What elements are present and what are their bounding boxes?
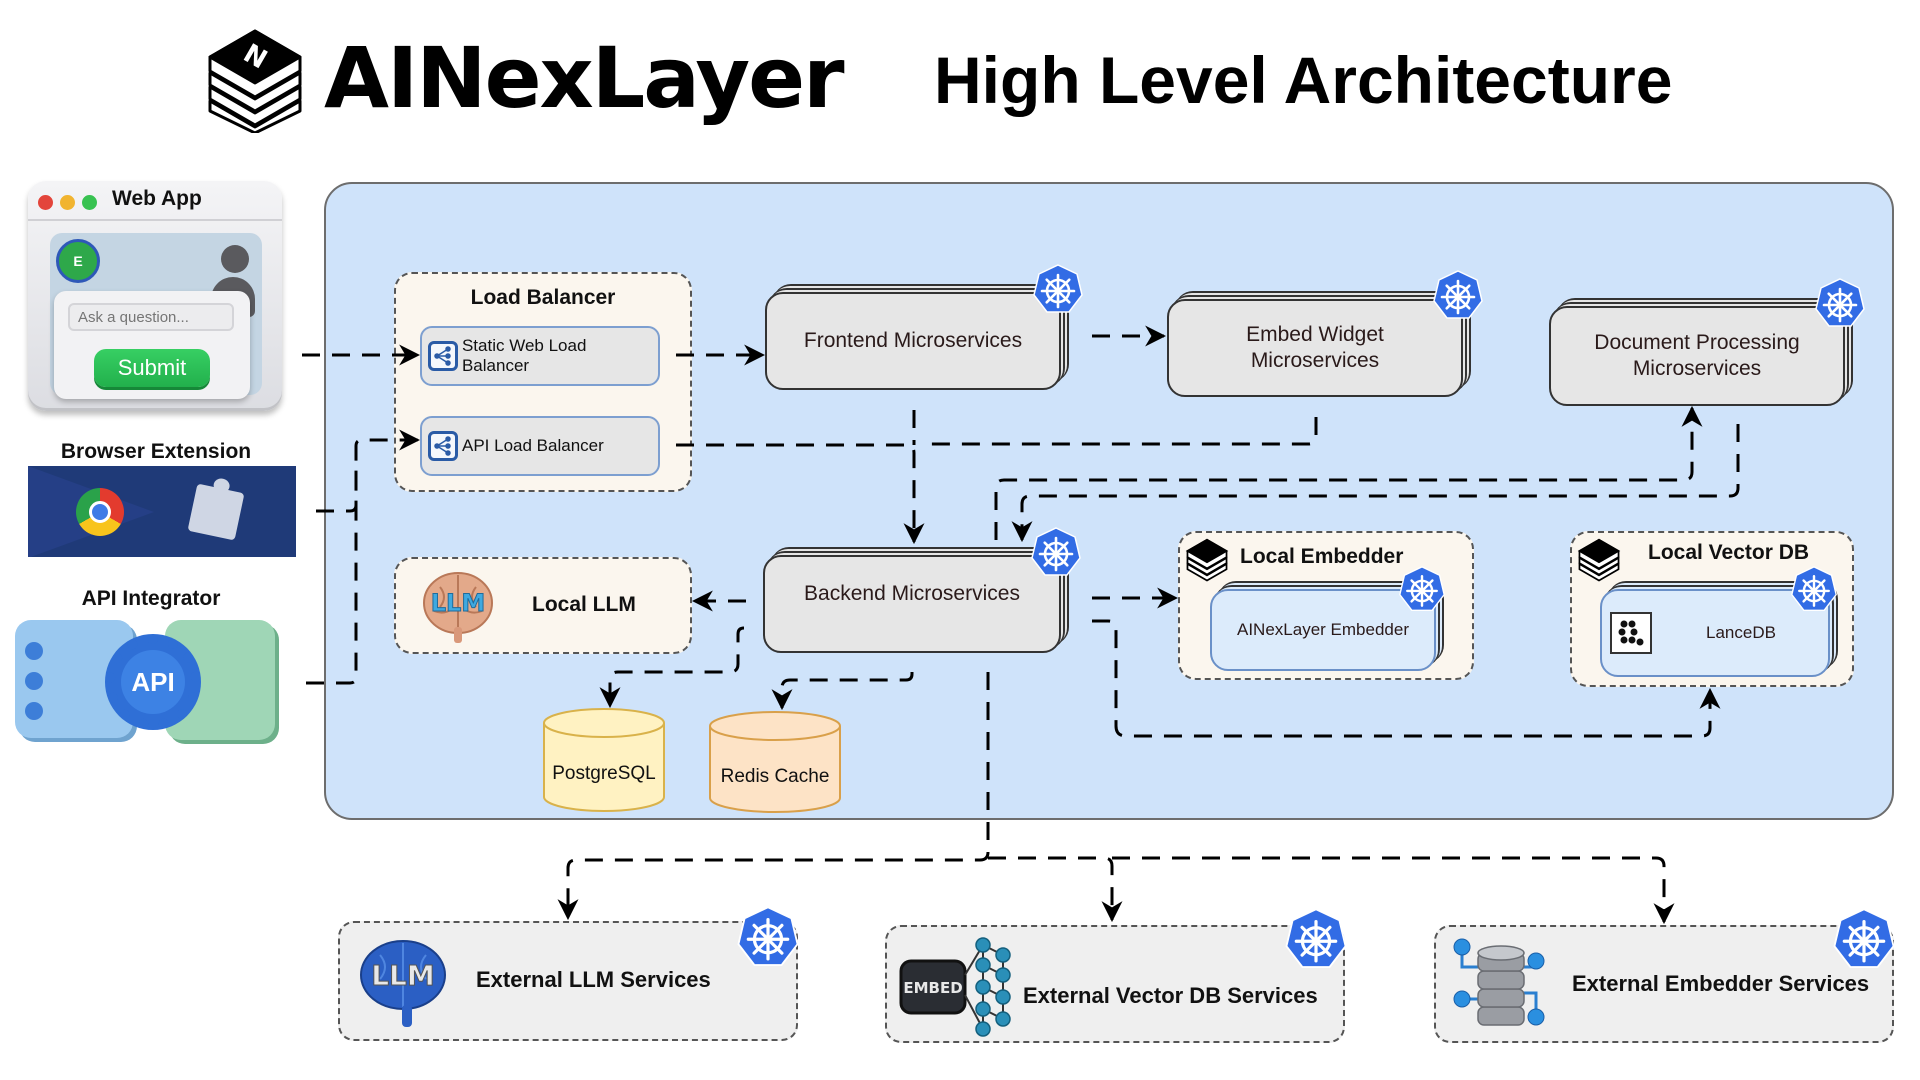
external-vector-db-services[interactable]: EMBED External Vector DB Services: [885, 925, 1345, 1043]
window-close-dot-icon: [38, 195, 53, 210]
brain-llm-icon: LLM: [423, 572, 493, 643]
globe-icon: E: [56, 239, 100, 283]
static-web-load-balancer[interactable]: Static Web Load Balancer: [420, 326, 660, 386]
api-load-balancer[interactable]: API Load Balancer: [420, 416, 660, 476]
kubernetes-icon: [1790, 566, 1838, 612]
external-llm-services[interactable]: LLM External LLM Services: [338, 921, 798, 1041]
lancedb-label: LanceDB: [1706, 623, 1776, 642]
local-vector-db-title: Local Vector DB: [1648, 541, 1810, 564]
svg-text:LLM: LLM: [371, 959, 435, 992]
api-badge: API: [131, 666, 175, 697]
frontend-microservices-label: Frontend Microservices: [803, 329, 1023, 352]
external-vector-db-label: External Vector DB Services: [1023, 983, 1318, 1008]
kubernetes-icon: [1284, 908, 1348, 969]
external-embedder-services[interactable]: External Embedder Services: [1434, 925, 1894, 1043]
redis-cache[interactable]: Redis Cache: [708, 710, 842, 814]
api-load-balancer-label: API Load Balancer: [462, 436, 604, 455]
load-balancer-icon: [428, 341, 458, 371]
browser-extension-client[interactable]: [28, 466, 296, 557]
database-cylinder-icon: [709, 711, 841, 813]
api-integrator-client[interactable]: API: [15, 616, 289, 750]
local-embedder-title: Local Embedder: [1240, 545, 1404, 568]
postgresql-db[interactable]: PostgreSQL: [542, 707, 666, 813]
kubernetes-icon: [1032, 264, 1084, 314]
question-input[interactable]: [68, 303, 234, 331]
question-panel: Submit: [54, 291, 250, 399]
chrome-icon: [76, 488, 124, 536]
load-balancer-icon: [428, 431, 458, 461]
local-llm-label: Local LLM: [532, 593, 636, 616]
submit-button[interactable]: Submit: [94, 349, 210, 387]
backend-microservices-label: Backend Microservices: [804, 582, 1020, 605]
svg-text:EMBED: EMBED: [903, 979, 962, 997]
user-avatar-head-icon: [221, 245, 249, 273]
browser-extension-label: Browser Extension: [60, 440, 252, 463]
web-app-titlebar: Web App: [28, 181, 282, 221]
external-llm-label: External LLM Services: [476, 967, 711, 992]
external-embedder-label: External Embedder Services: [1572, 971, 1870, 996]
kubernetes-icon: [1398, 566, 1446, 612]
database-cylinder-icon: [543, 708, 665, 812]
api-gear-icon: API: [105, 634, 201, 730]
embed-network-icon: EMBED: [899, 937, 1011, 1037]
blue-brain-llm-icon: LLM: [360, 940, 446, 1027]
puzzle-piece-icon: [187, 483, 245, 541]
database-network-icon: [1453, 938, 1545, 1026]
kubernetes-icon: [1030, 527, 1082, 577]
static-web-load-balancer-label: Static Web Load Balancer: [461, 336, 587, 375]
frontend-microservices[interactable]: Frontend Microservices: [765, 292, 1061, 390]
kubernetes-icon: [1432, 270, 1484, 320]
api-integrator-label: API Integrator: [81, 587, 221, 610]
window-maximize-dot-icon: [82, 195, 97, 210]
web-app-title: Web App: [112, 187, 202, 210]
postgresql-label: PostgreSQL: [552, 763, 656, 784]
lancedb-logo-icon: [1610, 612, 1652, 654]
web-app-client[interactable]: Web App E Submit: [28, 181, 282, 411]
ainexlayer-embedder-label: AINexLayer Embedder: [1237, 620, 1409, 639]
kubernetes-icon: [1814, 278, 1866, 328]
connector-backend-external-embedder: [1112, 856, 1675, 925]
kubernetes-icon: [1832, 908, 1896, 969]
load-balancer-title: Load Balancer: [470, 286, 616, 309]
load-balancer-group: Load Balancer Static Web Load Balancer A…: [394, 272, 692, 492]
ainexlayer-logo-icon: [1577, 538, 1621, 582]
ainexlayer-logo-icon: [1185, 538, 1229, 582]
backend-microservices[interactable]: Backend Microservices: [763, 555, 1061, 653]
ainexlayer-logo-icon: N: [202, 27, 308, 135]
connector-backend-external-vector-db: [988, 856, 1123, 923]
svg-text:LLM: LLM: [431, 589, 485, 617]
redis-cache-label: Redis Cache: [720, 766, 830, 787]
kubernetes-icon: [736, 906, 800, 967]
dot-icon: [25, 642, 43, 660]
local-llm[interactable]: LLM Local LLM: [394, 557, 692, 654]
dot-icon: [25, 672, 43, 690]
brand-title: AINexLayer: [324, 29, 844, 127]
window-minimize-dot-icon: [60, 195, 75, 210]
page-subtitle: High Level Architecture: [934, 43, 1673, 117]
dot-icon: [25, 702, 43, 720]
